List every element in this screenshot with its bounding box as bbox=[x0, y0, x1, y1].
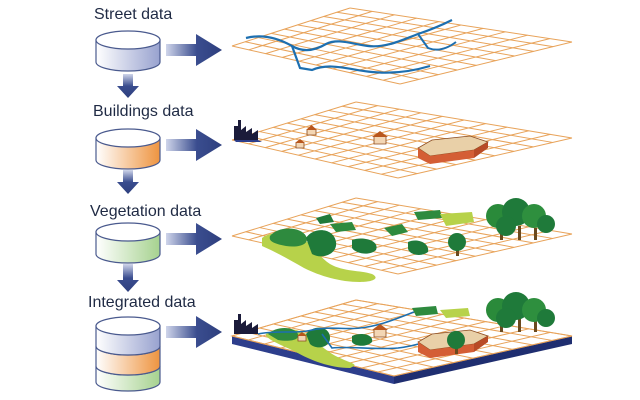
arrow-down-icon bbox=[117, 74, 139, 98]
street-line bbox=[417, 33, 457, 51]
grid-line bbox=[231, 7, 351, 47]
vegetation-patches bbox=[266, 306, 470, 368]
grid-line bbox=[248, 201, 378, 241]
grid-line bbox=[265, 14, 395, 55]
grid-line bbox=[328, 307, 533, 346]
grid-line bbox=[299, 21, 439, 62]
grid-line bbox=[231, 45, 401, 85]
house-icon bbox=[372, 324, 388, 338]
database-cylinder-icon bbox=[95, 222, 161, 264]
tree-icon bbox=[486, 198, 555, 240]
label-buildings-data: Buildings data bbox=[93, 103, 194, 120]
grid-line bbox=[348, 222, 508, 264]
grid-line bbox=[314, 119, 465, 160]
tree-icon bbox=[486, 292, 555, 332]
grid-line bbox=[298, 115, 443, 156]
grid-line bbox=[342, 105, 553, 143]
grid-line bbox=[312, 317, 465, 357]
grid-line bbox=[331, 123, 486, 164]
grid-line bbox=[310, 20, 515, 57]
grid-line bbox=[342, 303, 553, 341]
grid-line bbox=[366, 34, 528, 77]
grid-line bbox=[397, 233, 573, 275]
grid-line bbox=[314, 215, 465, 256]
grid-line bbox=[381, 229, 551, 271]
database-cylinder-icon bbox=[95, 316, 161, 392]
grid-line bbox=[332, 27, 484, 70]
grid-line bbox=[271, 32, 458, 71]
grid-line bbox=[265, 108, 400, 149]
arrow-down-icon bbox=[117, 170, 139, 194]
factory-icon bbox=[234, 314, 258, 334]
grid-line bbox=[284, 28, 477, 66]
grid-line bbox=[349, 7, 573, 43]
grid-line bbox=[355, 101, 573, 139]
arrow-right-icon bbox=[166, 129, 222, 161]
factory-icon bbox=[234, 120, 262, 142]
grid-line bbox=[383, 38, 550, 81]
arrow-right-icon bbox=[166, 34, 222, 66]
arrow-down-icon bbox=[117, 264, 139, 292]
label-street-data: Street data bbox=[94, 6, 173, 23]
label-integrated-data: Integrated data bbox=[88, 294, 196, 311]
house-icon bbox=[306, 125, 317, 136]
street-line bbox=[290, 45, 431, 74]
buildings-layer-grid bbox=[231, 101, 573, 179]
grid-line bbox=[259, 131, 437, 170]
grid-line bbox=[329, 321, 486, 361]
database-cylinder-icon bbox=[95, 30, 161, 72]
grid-line bbox=[349, 31, 506, 74]
street-line bbox=[245, 19, 453, 52]
street-line bbox=[257, 311, 415, 335]
grid-line bbox=[328, 109, 534, 148]
grid-line bbox=[393, 335, 573, 377]
tree-icon bbox=[448, 233, 466, 256]
grid-line bbox=[314, 210, 515, 248]
house-icon bbox=[297, 332, 307, 342]
street-layer-grid bbox=[231, 7, 573, 85]
grid-line bbox=[245, 135, 418, 175]
grid-line bbox=[281, 112, 421, 152]
label-vegetation-data: Vegetation data bbox=[90, 203, 202, 220]
tree-icon bbox=[447, 331, 465, 354]
grid-line bbox=[336, 11, 553, 48]
grid-line bbox=[399, 41, 573, 85]
arrow-right-icon bbox=[166, 316, 222, 348]
grid-line bbox=[231, 139, 399, 179]
grid-line bbox=[231, 197, 357, 237]
arrow-right-icon bbox=[166, 223, 222, 255]
grid-line bbox=[331, 219, 486, 260]
house-icon bbox=[417, 135, 489, 164]
grid-line bbox=[248, 105, 378, 145]
grid-line bbox=[248, 10, 373, 51]
database-cylinder-icon bbox=[95, 128, 161, 170]
grid-line bbox=[323, 15, 534, 52]
grid-line bbox=[245, 41, 420, 80]
grid-line bbox=[287, 218, 476, 257]
grid-line bbox=[397, 137, 573, 179]
grid-line bbox=[328, 205, 534, 244]
house-icon bbox=[295, 139, 305, 149]
vegetation-patches bbox=[262, 210, 474, 282]
house-icon bbox=[372, 131, 388, 145]
